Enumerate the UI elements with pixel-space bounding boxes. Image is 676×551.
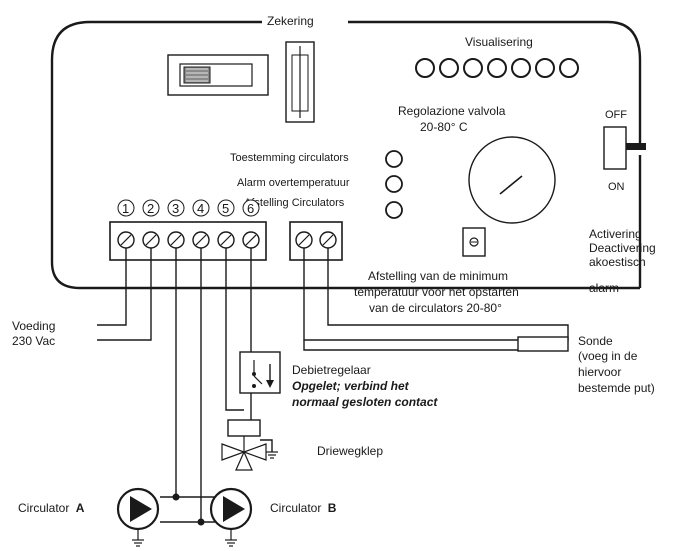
svg-text:3: 3 [172, 201, 179, 216]
probe-label: Sonde (voeg in de hiervoor bestemde put) [578, 334, 655, 395]
probe-sensor [517, 336, 569, 352]
visualisation-led [535, 58, 555, 78]
svg-text:4: 4 [197, 201, 204, 216]
wire-junction [172, 493, 180, 501]
svg-text:Opgelet; verbind het: Opgelet; verbind het [292, 379, 410, 393]
probe-terminal-block [289, 221, 343, 261]
visualisation-led [415, 58, 435, 78]
power-switch [167, 54, 269, 96]
fuse-holder [285, 41, 315, 123]
led-circulators-label: Toestemming circulators [230, 152, 349, 164]
valve-adjust-range: 20-80° C [420, 120, 468, 134]
min-temp-label: Afstelling van de minimum temperatuur vo… [354, 269, 519, 315]
wire-junction [197, 518, 205, 526]
svg-text:akoestisch: akoestisch [589, 255, 646, 269]
svg-text:2: 2 [147, 201, 154, 216]
svg-text:van de circulators 20-80°: van de circulators 20-80° [369, 301, 502, 315]
circulator-a-pump [116, 487, 160, 547]
visualisation-led [559, 58, 579, 78]
svg-text:Activering: Activering [589, 227, 642, 241]
three-way-valve-label: Driewegklep [317, 444, 383, 458]
led-setting-label: Afstelling Circulators [244, 197, 345, 209]
svg-text:alarm: alarm [589, 281, 619, 295]
toggle-on-label: ON [608, 181, 625, 193]
circulator-b-label: Circulator B [270, 501, 337, 515]
svg-text:normaal gesloten contact: normaal gesloten contact [292, 395, 438, 409]
control-box-outline [50, 20, 642, 290]
svg-text:1: 1 [122, 201, 129, 216]
visualisation-led-row [415, 58, 579, 78]
led-overtemp-indicator [385, 175, 403, 193]
fuse-label: Zekering [267, 14, 314, 28]
valve-adjust-knob[interactable] [468, 136, 556, 224]
svg-text:hiervoor: hiervoor [578, 365, 621, 379]
svg-text:5: 5 [222, 201, 229, 216]
circulator-b-pump [209, 487, 253, 547]
warning-note: Opgelet; verbind het normaal gesloten co… [292, 379, 438, 409]
svg-text:Voeding: Voeding [12, 319, 55, 333]
flow-switch-label: Debietregelaar [292, 363, 371, 377]
circulator-a-label: Circulator A [18, 501, 85, 515]
toggle-off-label: OFF [605, 109, 627, 121]
visualisation-led [511, 58, 531, 78]
min-temp-trimmer[interactable] [462, 227, 486, 257]
alarm-toggle-switch[interactable] [603, 126, 646, 170]
wiring [97, 248, 569, 523]
svg-text:Sonde: Sonde [578, 334, 613, 348]
visualisation-led [439, 58, 459, 78]
visualisation-label: Visualisering [465, 35, 533, 49]
visualisation-led [463, 58, 483, 78]
flow-switch [239, 351, 281, 394]
main-terminal-block [109, 221, 267, 261]
three-way-valve [221, 419, 267, 471]
svg-text:6: 6 [247, 201, 254, 216]
led-setting-indicator [385, 201, 403, 219]
svg-text:Deactivering: Deactivering [589, 241, 656, 255]
acoustic-alarm-label: Activering Deactivering akoestisch alarm [589, 227, 656, 295]
terminal-numbers: 1 2 3 4 5 6 [117, 199, 260, 217]
led-overtemp-label: Alarm overtemperatuur [237, 177, 350, 189]
power-supply-label: Voeding 230 Vac [12, 319, 55, 348]
ground-icon [266, 451, 278, 459]
svg-text:(voeg in de: (voeg in de [578, 349, 638, 363]
svg-text:230 Vac: 230 Vac [12, 334, 55, 348]
visualisation-led [487, 58, 507, 78]
led-circulators-indicator [385, 150, 403, 168]
valve-adjust-title: Regolazione valvola [398, 104, 506, 118]
svg-text:temperatuur voor het opstarten: temperatuur voor het opstarten [354, 285, 519, 299]
svg-text:Afstelling van de minimum: Afstelling van de minimum [368, 269, 508, 283]
svg-text:bestemde put): bestemde put) [578, 381, 655, 395]
control-box-bottom-edge [110, 155, 642, 290]
